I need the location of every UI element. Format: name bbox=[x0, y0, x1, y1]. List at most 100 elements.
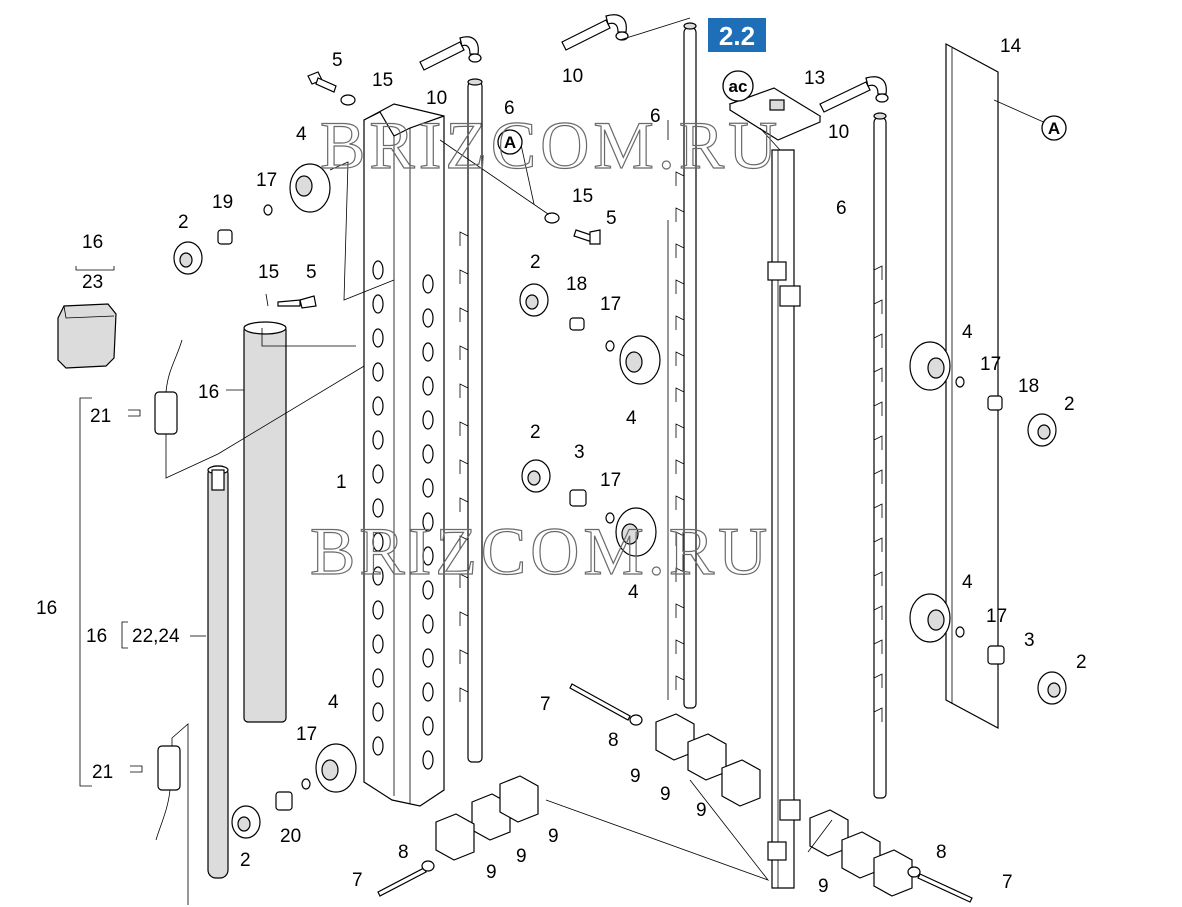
label-13: 13 bbox=[804, 68, 825, 89]
perforation-hole bbox=[372, 532, 384, 552]
rod-bracket bbox=[873, 605, 883, 620]
label-3: 3 bbox=[574, 442, 585, 463]
label-16: 16 bbox=[82, 232, 103, 253]
rod-bracket bbox=[675, 387, 685, 402]
sensor-21-top bbox=[128, 339, 219, 479]
perforation-hole bbox=[372, 634, 384, 654]
rod-bracket bbox=[459, 269, 469, 284]
label-7: 7 bbox=[352, 870, 363, 891]
label-7: 7 bbox=[540, 694, 551, 715]
label-18: 18 bbox=[566, 274, 587, 295]
perforation-hole bbox=[372, 498, 384, 518]
label-14: 14 bbox=[1000, 36, 1022, 57]
rod-bracket bbox=[675, 207, 685, 222]
rod-bracket bbox=[873, 435, 883, 450]
perforation-hole bbox=[422, 546, 434, 566]
rod-bracket bbox=[675, 495, 685, 510]
label-17: 17 bbox=[980, 354, 1001, 375]
label-6: 6 bbox=[836, 198, 847, 219]
label-8: 8 bbox=[936, 842, 947, 863]
rod-bracket bbox=[675, 315, 685, 330]
flange-4-c bbox=[615, 507, 657, 557]
perforation-hole bbox=[372, 362, 384, 382]
rod-bracket bbox=[675, 243, 685, 258]
rod-bracket bbox=[675, 423, 685, 438]
rod-bracket bbox=[873, 299, 883, 314]
label-5: 5 bbox=[606, 208, 617, 229]
perforation-hole bbox=[372, 566, 384, 586]
label-10: 10 bbox=[562, 66, 583, 87]
cartridge-box-23 bbox=[57, 303, 117, 369]
heater-rod bbox=[207, 465, 229, 879]
label-4: 4 bbox=[626, 408, 637, 429]
label-8: 8 bbox=[398, 842, 409, 863]
flange-4-f bbox=[315, 743, 357, 793]
nipple-18-b bbox=[987, 395, 1003, 411]
ref-tag-a-left: A bbox=[497, 129, 523, 155]
label-21: 21 bbox=[92, 762, 113, 783]
svg-text:2.2: 2.2 bbox=[719, 21, 755, 51]
rod-bracket bbox=[873, 537, 883, 552]
rod-bracket bbox=[873, 571, 883, 586]
nipple-3-a bbox=[569, 489, 587, 507]
label-17: 17 bbox=[600, 470, 621, 491]
label-17: 17 bbox=[296, 724, 317, 745]
pipe-10-center bbox=[561, 14, 629, 51]
label-9: 9 bbox=[818, 876, 829, 897]
oring-17-e bbox=[955, 626, 965, 638]
rod-bracket bbox=[675, 351, 685, 366]
perforation-hole bbox=[422, 716, 434, 736]
flange-4-b bbox=[619, 335, 661, 385]
label-9: 9 bbox=[696, 800, 707, 821]
svg-text:A: A bbox=[504, 133, 516, 152]
rod-bracket bbox=[873, 503, 883, 518]
label-4: 4 bbox=[962, 322, 973, 343]
nipple-19 bbox=[217, 229, 233, 245]
label-2: 2 bbox=[530, 252, 541, 273]
rod-bracket bbox=[459, 383, 469, 398]
side-panel-14 bbox=[945, 42, 999, 730]
label-16: 16 bbox=[198, 382, 219, 403]
top-plate-13 bbox=[728, 87, 822, 151]
rod-bracket bbox=[675, 531, 685, 546]
bolt-7-center bbox=[569, 683, 643, 726]
oring-17-d bbox=[955, 376, 965, 388]
label-10: 10 bbox=[426, 88, 447, 109]
bolt-5-top bbox=[307, 71, 337, 93]
column-perforations bbox=[372, 260, 434, 770]
rod-bracket bbox=[459, 345, 469, 360]
label-16: 16 bbox=[86, 626, 107, 647]
label-4: 4 bbox=[628, 582, 639, 603]
label-9: 9 bbox=[516, 846, 527, 867]
perforation-hole bbox=[422, 444, 434, 464]
label-6: 6 bbox=[504, 98, 515, 119]
label-6: 6 bbox=[650, 106, 661, 127]
rod-bracket bbox=[675, 603, 685, 618]
label-15: 15 bbox=[372, 70, 393, 91]
flange-4-topleft bbox=[289, 163, 331, 213]
nipple-18-a bbox=[569, 317, 585, 331]
perforation-hole bbox=[372, 430, 384, 450]
washer-15-top bbox=[340, 94, 356, 106]
perforation-hole bbox=[422, 274, 434, 294]
rod-brackets bbox=[459, 231, 469, 702]
rod-bracket bbox=[675, 675, 685, 690]
label-2: 2 bbox=[530, 422, 541, 443]
label-4: 4 bbox=[328, 692, 339, 713]
insulation-sleeve-16 bbox=[243, 293, 356, 723]
rod-bracket bbox=[873, 367, 883, 382]
perforation-hole bbox=[422, 376, 434, 396]
perforated-column-1 bbox=[363, 103, 445, 807]
rod-bracket bbox=[675, 567, 685, 582]
watermark-top: BRIZCOM.RU bbox=[320, 107, 781, 183]
bolt-5-mid bbox=[573, 229, 601, 245]
label-9: 9 bbox=[548, 826, 559, 847]
rod-bracket bbox=[675, 279, 685, 294]
washer-15-mid bbox=[544, 212, 560, 224]
rod-bracket bbox=[459, 421, 469, 436]
label-1: 1 bbox=[336, 472, 347, 493]
label-18: 18 bbox=[1018, 376, 1039, 397]
perforation-hole bbox=[372, 294, 384, 314]
watermark-middle: BRIZCOM.RU bbox=[310, 513, 771, 589]
perforation-hole bbox=[372, 260, 384, 280]
